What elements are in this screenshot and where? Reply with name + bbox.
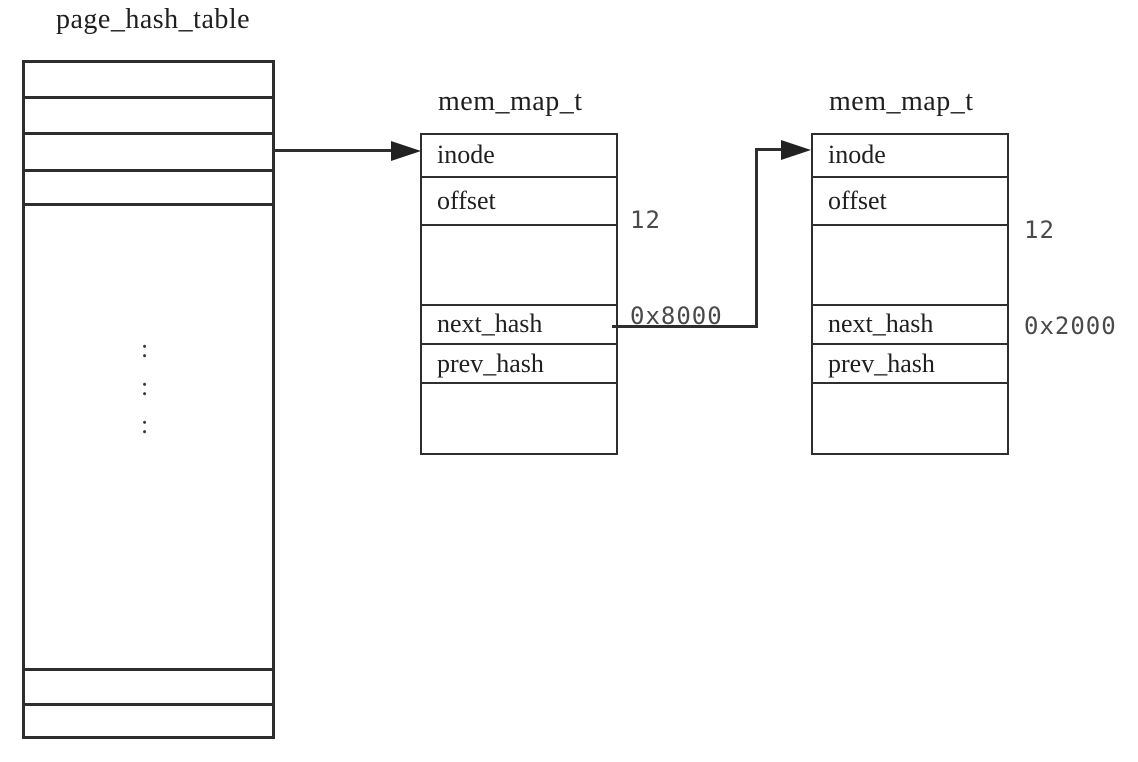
memmap2-empty-cell (813, 224, 1007, 304)
memmap2-inode-value: 12 (1024, 216, 1055, 244)
memmap2-field-next-hash: next_hash (813, 303, 1007, 343)
hash-to-memmap1-arrow-line (275, 149, 393, 152)
memmap1-struct: inode offset next_hash prev_hash (420, 133, 618, 455)
next-hash-link-arrowhead-icon (781, 140, 811, 160)
memmap1-field-offset: offset (422, 175, 616, 225)
memmap1-field-next-hash: next_hash (422, 303, 616, 343)
ellipsis-dots: : : : (141, 336, 148, 438)
memmap2-field-offset: offset (813, 175, 1007, 225)
memmap2-empty-cell (813, 382, 1007, 453)
page-hash-table (22, 60, 275, 739)
next-hash-link-line-horizontal-top (755, 148, 783, 151)
ellipsis-dot: : (141, 334, 149, 363)
memmap1-empty-cell (422, 224, 616, 304)
memmap1-annotation: 12 0x8000 (630, 140, 723, 396)
hash-row-divider (25, 668, 272, 671)
memmap2-field-inode: inode (828, 140, 886, 170)
memmap2-title: mem_map_t (829, 86, 974, 117)
next-hash-link-line-vertical (755, 148, 758, 328)
memmap2-offset-value: 0x2000 (1024, 312, 1117, 340)
next-hash-link-line-horizontal-bottom (612, 325, 758, 328)
ellipsis-dot: : (141, 410, 149, 439)
page-hash-table-label: page_hash_table (56, 4, 251, 35)
memmap1-field-inode: inode (437, 140, 495, 170)
memmap1-inode-value: 12 (630, 206, 661, 234)
hash-row-divider (25, 132, 272, 135)
hash-row-divider (25, 96, 272, 99)
hash-row-divider (25, 169, 272, 172)
hash-row-divider (25, 703, 272, 706)
hash-to-memmap1-arrowhead-icon (391, 141, 421, 161)
memmap1-title: mem_map_t (438, 86, 583, 117)
memmap1-field-prev-hash: prev_hash (422, 342, 616, 383)
ellipsis-dot: : (141, 372, 149, 401)
memmap2-struct: inode offset next_hash prev_hash (811, 133, 1009, 455)
memmap2-annotation: 12 0x2000 (1024, 150, 1117, 406)
hash-row-divider (25, 203, 272, 206)
memmap2-field-prev-hash: prev_hash (813, 342, 1007, 383)
memmap1-empty-cell (422, 382, 616, 453)
